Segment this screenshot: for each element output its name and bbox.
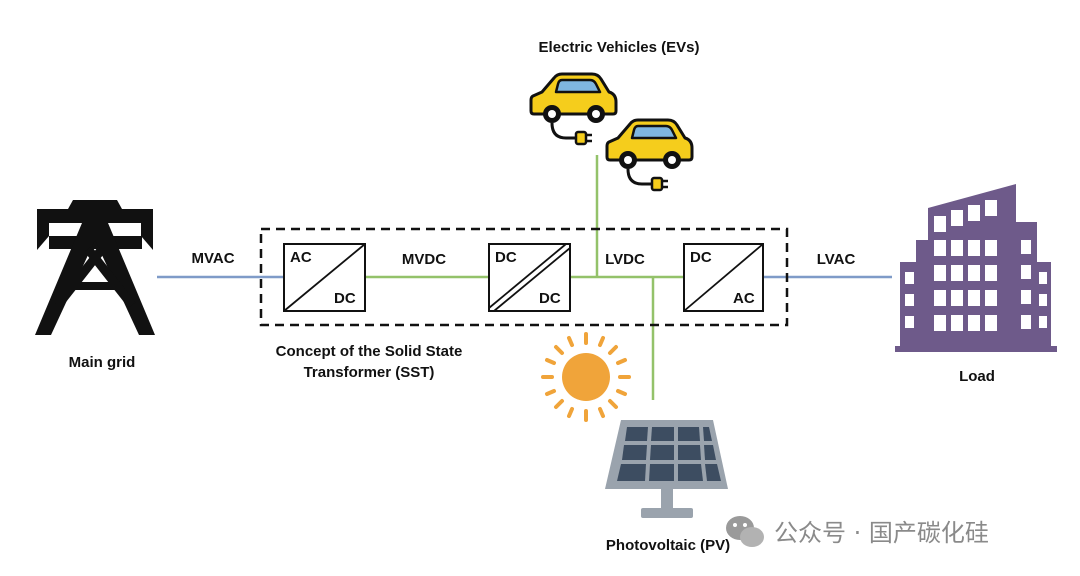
converter-1-top-label: AC	[290, 249, 312, 266]
lvdc-label: LVDC	[605, 251, 645, 268]
sst-caption-line1: Concept of the Solid State	[276, 343, 463, 360]
lvac-label: LVAC	[817, 251, 856, 268]
solar-panel-icon	[605, 420, 728, 518]
car-charging-icon	[529, 72, 618, 146]
converter-3-top-label: DC	[690, 249, 712, 266]
converter-dc-dc: DC DC	[488, 243, 571, 312]
converter-3-bottom-label: AC	[733, 290, 755, 307]
building-icon	[895, 184, 1057, 352]
mvac-label: MVAC	[191, 250, 234, 267]
ev-label: Electric Vehicles (EVs)	[539, 39, 700, 56]
mvdc-label: MVDC	[402, 251, 446, 268]
sst-boundary	[259, 227, 789, 327]
main-grid-label: Main grid	[69, 354, 136, 371]
load-label: Load	[959, 368, 995, 385]
pv-label: Photovoltaic (PV)	[606, 537, 730, 554]
sst-caption-line2: Transformer (SST)	[304, 364, 435, 381]
converter-ac-dc: AC DC	[283, 243, 366, 312]
power-tower-icon	[35, 200, 155, 335]
connection-lines	[157, 155, 892, 400]
car-charging-icon-2	[605, 118, 694, 192]
converter-2-bottom-label: DC	[539, 290, 561, 307]
converter-2-top-label: DC	[495, 249, 517, 266]
wechat-icon	[726, 516, 764, 547]
watermark-text: 公众号 · 国产碳化硅	[774, 519, 989, 547]
converter-1-bottom-label: DC	[334, 290, 356, 307]
converter-dc-ac: DC AC	[683, 243, 764, 312]
sun-icon	[541, 332, 631, 422]
